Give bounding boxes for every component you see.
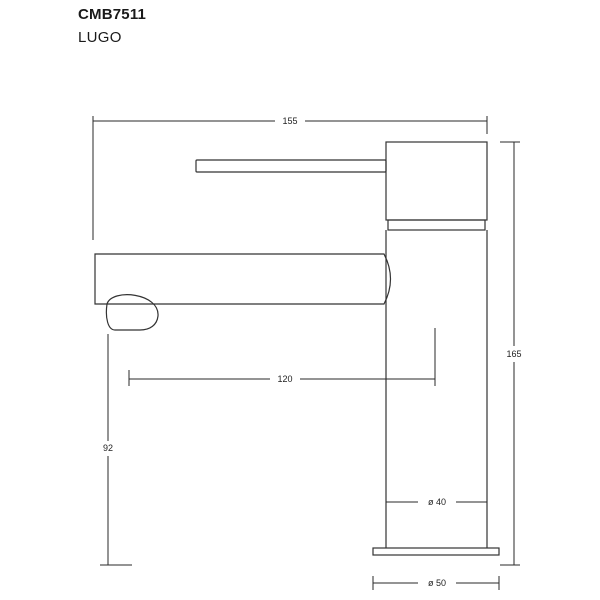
faucet-outline [94,141,500,556]
dimension-overall-height [500,141,520,566]
dimension-label-base-diameter: ø 50 [428,578,446,588]
product-code: CMB7511 [78,6,147,23]
dimension-spout-height [100,334,132,566]
dimension-spout-reach [128,328,436,386]
collar-ring [387,219,486,231]
dimension-label-overall-height: 165 [506,349,521,359]
dimension-base-diameter [372,576,500,590]
lever-handle [195,159,387,173]
dimension-label-overall-width: 155 [282,116,297,126]
aerator [105,294,159,331]
spout [94,253,392,305]
base-plate [372,547,500,556]
body-column [385,230,488,548]
product-name: LUGO [78,29,122,46]
dimension-label-spout-height: 92 [103,443,113,453]
dimension-label-body-diameter: ø 40 [428,497,446,507]
dimension-overall-width [92,116,488,240]
dimension-label-spout-reach: 120 [277,374,292,384]
head-block [385,141,488,221]
